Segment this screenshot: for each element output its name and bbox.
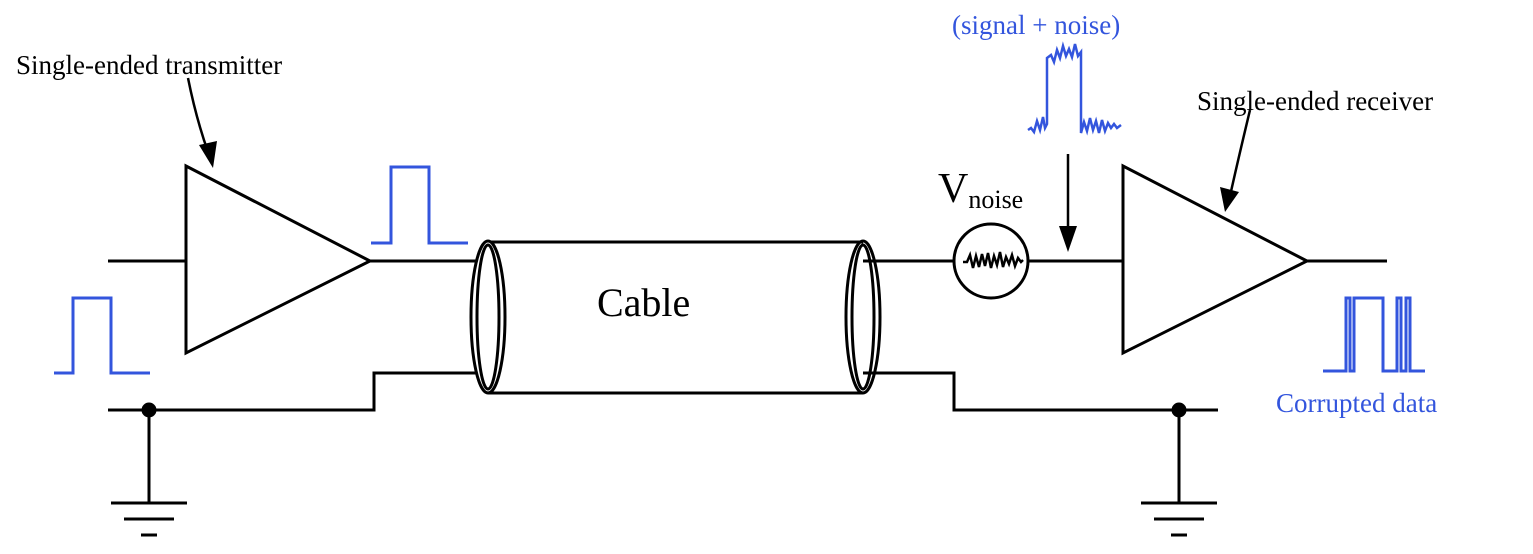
noise-source-icon <box>952 222 1030 300</box>
transmitted-pulse-waveform <box>371 165 468 245</box>
receiver-label: Single-ended receiver <box>1197 86 1433 116</box>
transmitter-amplifier-icon <box>184 163 374 356</box>
input-pulse-waveform <box>54 296 150 375</box>
cable-icon <box>469 239 954 395</box>
vnoise-main-label: V <box>938 166 968 212</box>
transmitter-pointer-arrow <box>186 77 217 168</box>
vnoise-label: Vnoise <box>938 166 1023 214</box>
ground-left-icon <box>111 402 187 537</box>
injection-point-arrow <box>1059 154 1077 252</box>
corrupted-pulse-waveform <box>1323 296 1425 373</box>
ground-right-icon <box>1141 402 1217 537</box>
receiver-pointer-arrow <box>1220 109 1252 212</box>
signal-noise-label: (signal + noise) <box>952 10 1120 40</box>
noisy-pulse-waveform <box>1027 41 1122 136</box>
cable-label: Cable <box>597 280 690 325</box>
receiver-amplifier-icon <box>1121 163 1311 356</box>
corrupted-data-label: Corrupted data <box>1276 388 1437 418</box>
vnoise-subscript-label: noise <box>968 185 1023 214</box>
transmitter-label: Single-ended transmitter <box>16 50 282 80</box>
